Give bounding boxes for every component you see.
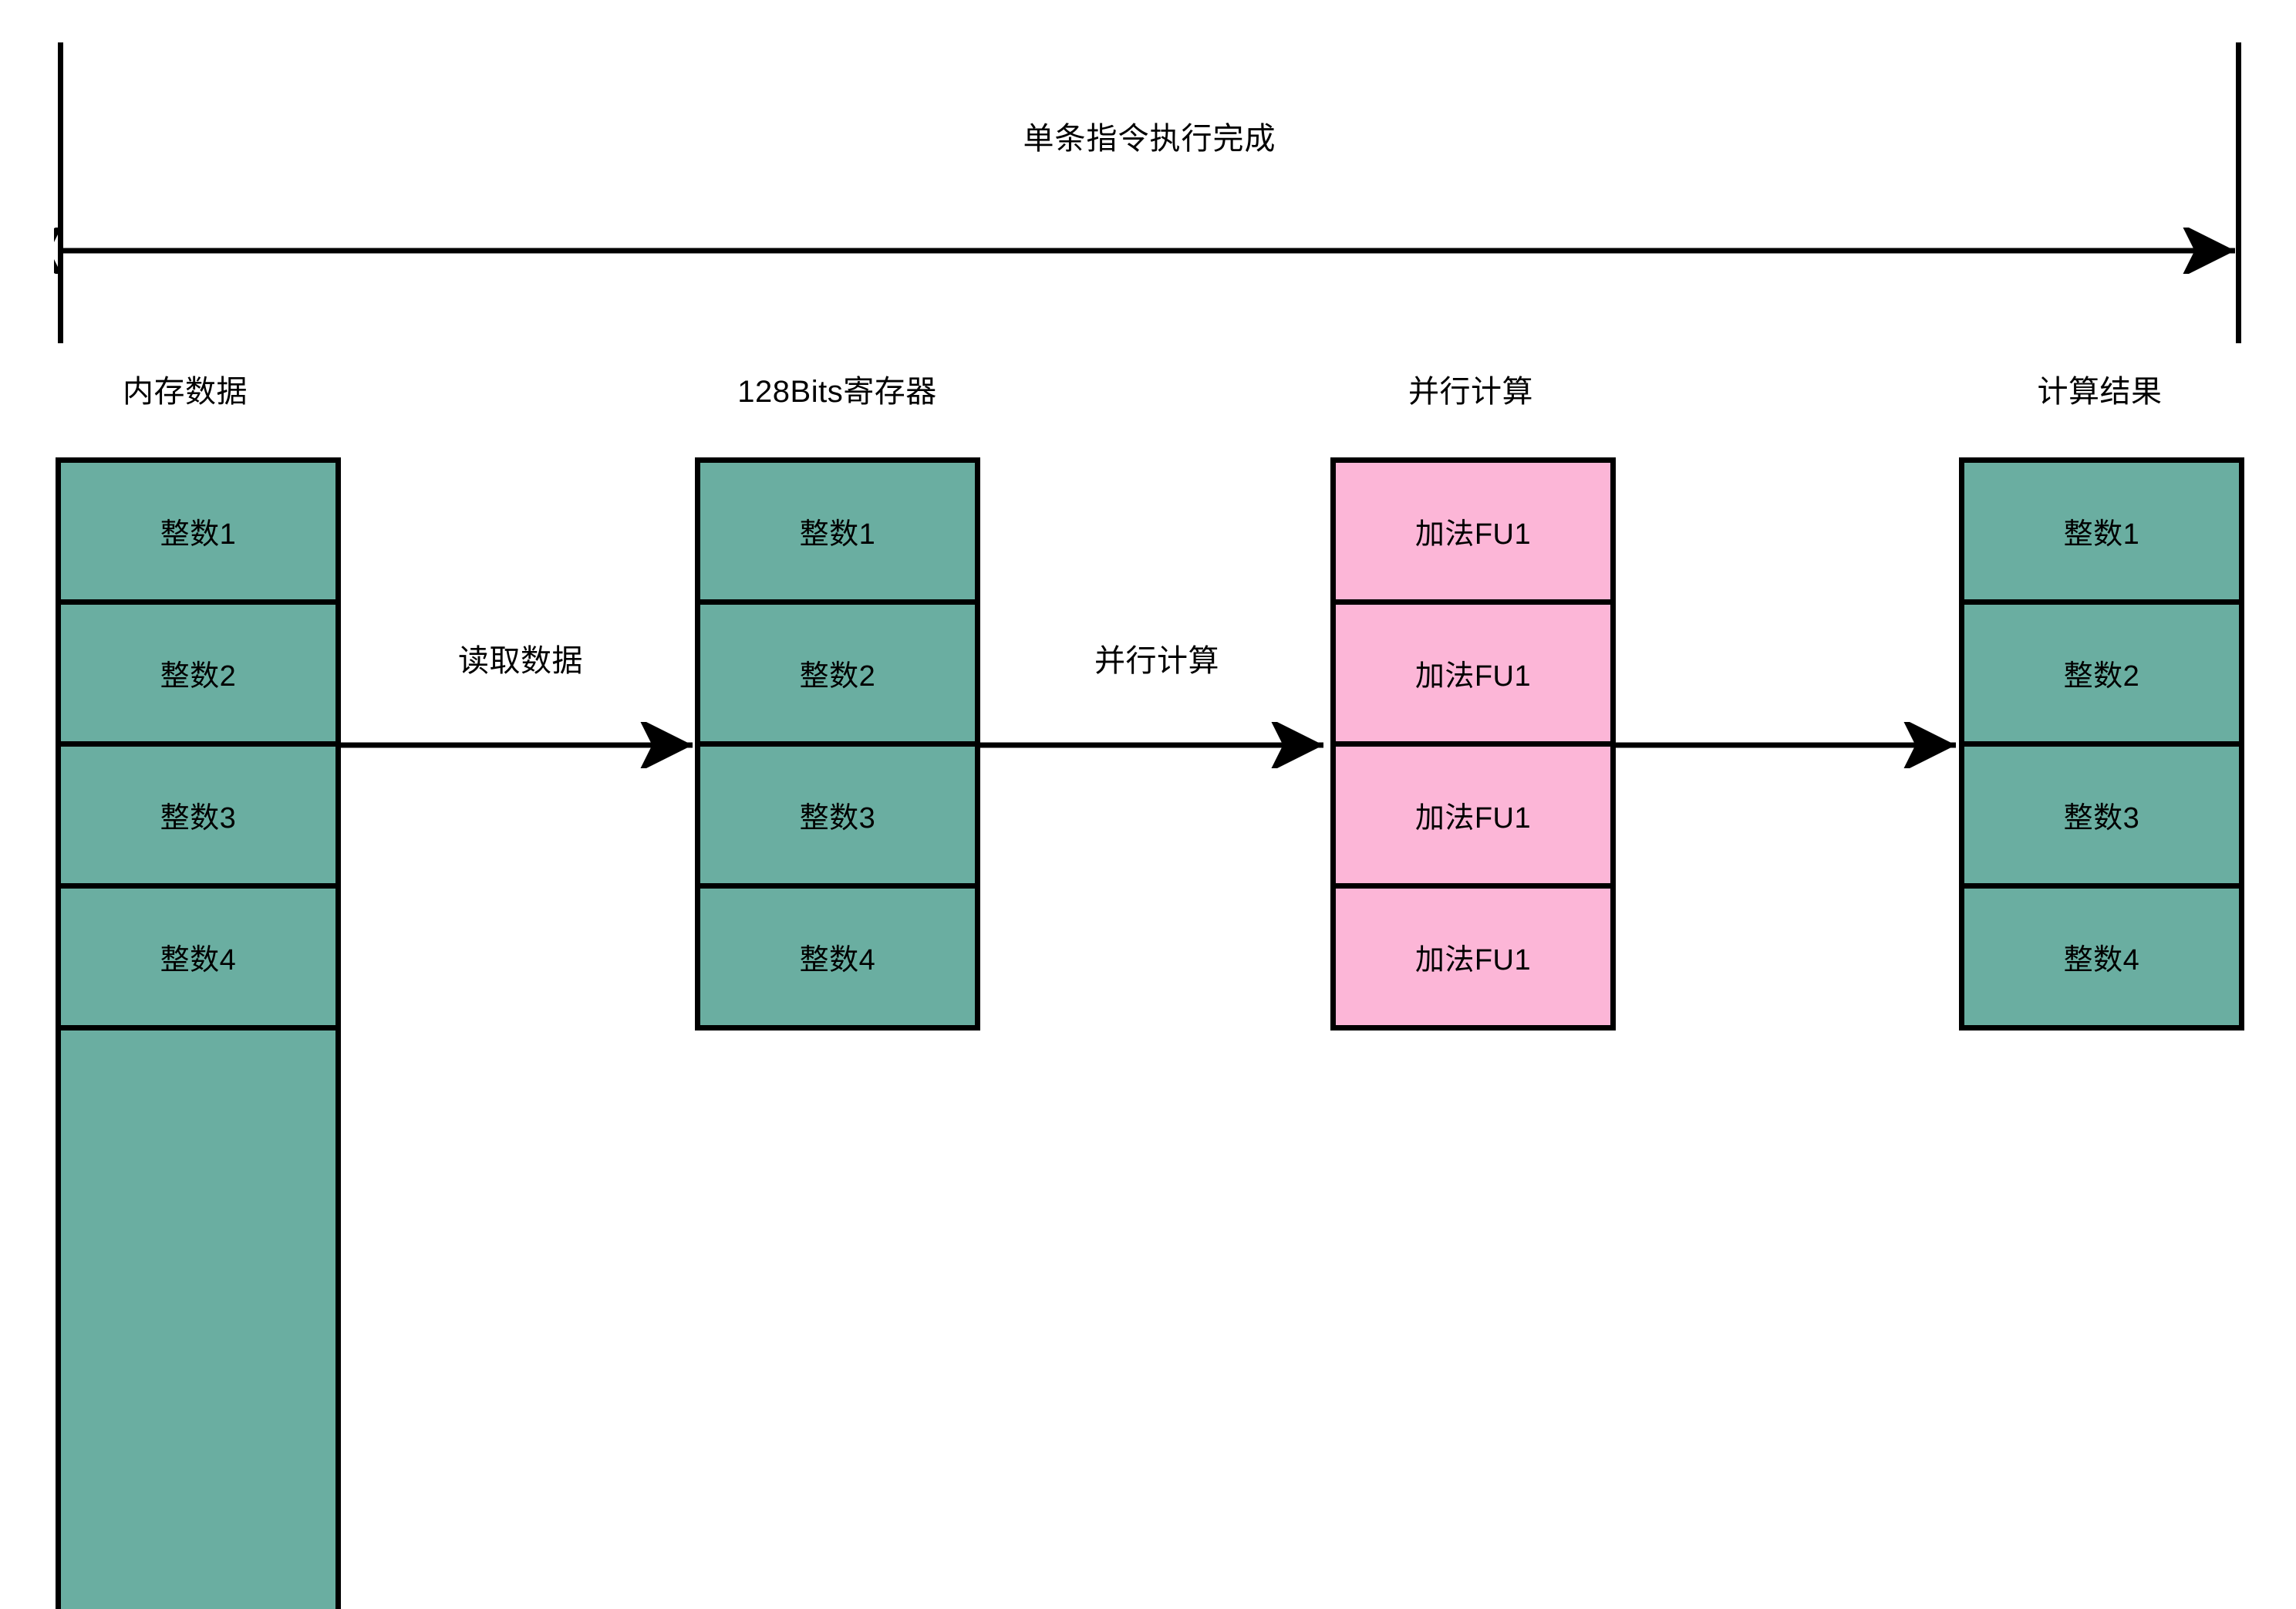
list-item[interactable]: 整数4 <box>695 883 980 1031</box>
list-item[interactable]: 加法FU1 <box>1330 741 1616 889</box>
column-stack-compute: 加法FU1 加法FU1 加法FU1 加法FU1 <box>1330 457 1616 1031</box>
list-item[interactable]: 整数3 <box>695 741 980 889</box>
flow-arrow-read-data <box>339 718 702 772</box>
timeline-left-rail <box>58 42 63 343</box>
list-item[interactable]: 整数3 <box>1959 741 2244 889</box>
list-item[interactable]: 整数1 <box>1959 457 2244 605</box>
timeline-span-arrow <box>9 224 2244 278</box>
list-item[interactable]: 加法FU1 <box>1330 457 1616 605</box>
list-item[interactable]: 整数2 <box>1959 599 2244 747</box>
list-item[interactable]: 加法FU1 <box>1330 599 1616 747</box>
timeline-right-rail <box>2236 42 2241 343</box>
flow-arrow-parallel-compute <box>978 718 1333 772</box>
list-item[interactable]: 整数4 <box>1959 883 2244 1031</box>
list-item[interactable]: 整数3 <box>56 741 341 889</box>
column-header-compute: 并行计算 <box>1408 375 1533 409</box>
column-stack-register: 整数1 整数2 整数3 整数4 <box>695 457 980 1031</box>
list-item-empty[interactable] <box>56 1025 341 1609</box>
flow-label-parallel-compute: 并行计算 <box>1094 644 1219 678</box>
column-stack-result: 整数1 整数2 整数3 整数4 <box>1959 457 2244 1031</box>
flow-arrow-writeback <box>1613 718 1965 772</box>
page-title: 单条指令执行完成 <box>1023 122 1276 156</box>
list-item[interactable]: 整数2 <box>695 599 980 747</box>
list-item[interactable]: 整数1 <box>56 457 341 605</box>
list-item[interactable]: 加法FU1 <box>1330 883 1616 1031</box>
column-header-memory: 内存数据 <box>123 375 248 409</box>
list-item[interactable]: 整数4 <box>56 883 341 1031</box>
list-item[interactable]: 整数1 <box>695 457 980 605</box>
list-item[interactable]: 整数2 <box>56 599 341 747</box>
column-header-register: 128Bits寄存器 <box>737 375 937 409</box>
column-header-result: 计算结果 <box>2037 375 2163 409</box>
flow-label-read-data: 读取数据 <box>458 644 583 678</box>
column-stack-memory: 整数1 整数2 整数3 整数4 <box>56 457 341 1609</box>
